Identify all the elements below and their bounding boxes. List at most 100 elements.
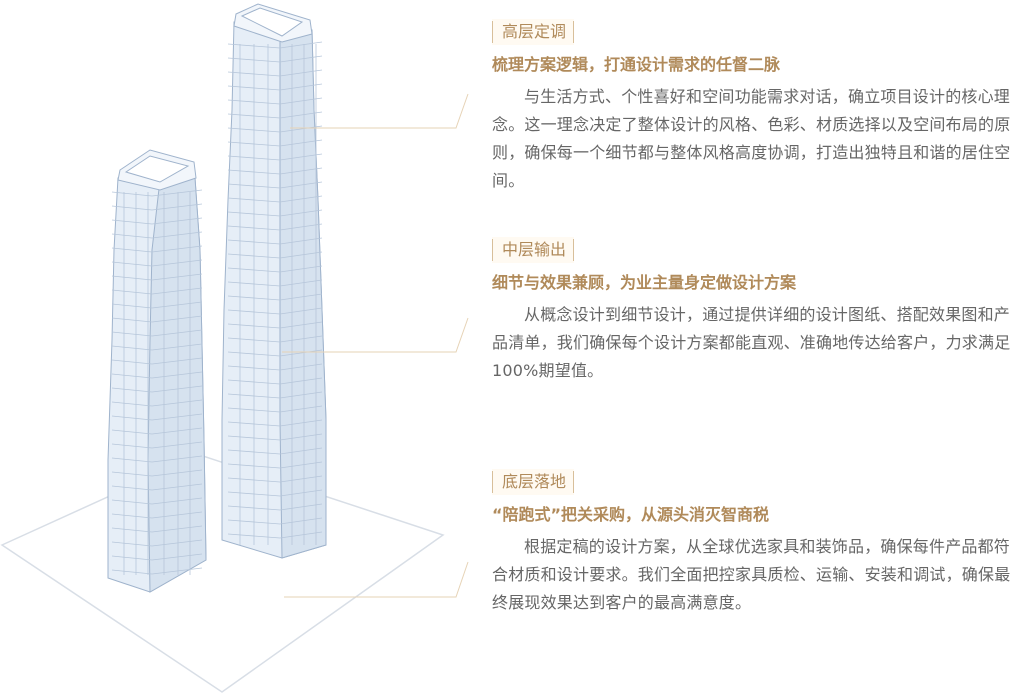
facade-line [111,219,153,225]
facade-line [151,315,203,323]
facade-line [111,457,153,463]
facade-line [279,139,323,147]
facade-line [151,469,203,477]
section-body: 根据定稿的设计方案，从全球优选家具和装饰品，确保每件产品都符合材质和设计要求。我… [492,537,1011,612]
leader-line-mid [282,317,469,353]
facade-line [279,433,323,441]
facade-line [151,357,203,365]
facade-line [151,553,203,561]
facade-line [151,259,203,267]
facade-line [279,83,323,91]
facade-line [111,261,153,267]
facade-line [279,447,323,455]
facade-line [111,401,153,407]
facade-line [279,279,323,287]
facade-line [111,233,153,239]
facade-line [279,363,323,371]
tall-tower [221,3,327,559]
facade-line [151,371,203,379]
section-tag: 高层定调 [492,19,575,45]
section-mid-level: 中层输出 细节与效果兼顾，为业主量身定做设计方案 从概念设计到细节设计，通过提供… [492,237,1018,385]
facade-line [151,273,203,281]
facade-line [279,111,323,119]
facade-line [111,191,153,197]
facade-line [111,387,153,393]
section-body: 从概念设计到细节设计，通过提供详细的设计图纸、搭配效果图和产品清单，我们确保每个… [492,305,1011,380]
facade-line [111,247,153,253]
facade-line [151,483,203,491]
facade-line [111,317,153,323]
facade-line [279,391,323,399]
section-ground-level: 底层落地 “陪跑式”把关采购，从源头消灭智商税 根据定稿的设计方案，从全球优选家… [492,469,1018,617]
leader-line-bot [284,561,469,598]
facade-line [111,485,153,491]
facade-line [151,539,203,547]
facade-line [111,443,153,449]
facade-line [111,527,153,533]
facade-line [279,293,323,301]
facade-line [279,41,323,49]
facade-line [111,359,153,365]
facade-line [279,167,323,175]
facade-line [279,125,323,133]
facade-line [279,181,323,189]
facade-line [279,223,323,231]
facade-line [279,335,323,343]
facade-line [151,245,203,253]
facade-line [279,461,323,469]
facade-line [151,413,203,421]
facade-line [151,427,203,435]
facade-line [279,377,323,385]
section-body: 与生活方式、个性喜好和空间功能需求对话，确立项目设计的核心理念。这一理念决定了整… [492,87,1011,190]
facade-line [151,217,203,225]
section-heading: 梳理方案逻辑，打通设计需求的任督二脉 [492,55,781,74]
facade-line [111,429,153,435]
facade-line [279,349,323,357]
facade-line [279,307,323,315]
facade-line [111,569,153,575]
facade-line [111,555,153,561]
facade-line [111,541,153,547]
facade-line [279,321,323,329]
section-heading: 细节与效果兼顾，为业主量身定做设计方案 [492,273,797,292]
facade-line [111,303,153,309]
facade-line [279,531,323,539]
facade-line [111,513,153,519]
facade-line [151,567,203,575]
leader-lines [282,93,469,598]
section-high-level: 高层定调 梳理方案逻辑，打通设计需求的任督二脉 与生活方式、个性喜好和空间功能需… [492,19,1018,195]
facade-line [111,415,153,421]
facade-line [151,287,203,295]
section-heading: “陪跑式”把关采购，从源头消灭智商税 [492,505,770,524]
facade-line [151,455,203,463]
facade-line [151,497,203,505]
facade-line [279,419,323,427]
facade-line [151,329,203,337]
facade-line [279,475,323,483]
facade-line [151,441,203,449]
facade-line [279,265,323,273]
facade-line [279,55,323,63]
facade-line [279,489,323,497]
facade-line [279,97,323,105]
facade-line [151,511,203,519]
facade-line [279,69,323,77]
facade-line [279,517,323,525]
facade-line [111,499,153,505]
facade-line [279,251,323,259]
facade-line [151,231,203,239]
facade-line [151,203,203,211]
facade-line [111,373,153,379]
section-tag: 底层落地 [492,469,575,495]
facade-line [111,275,153,281]
facade-line [151,189,203,197]
facade-line [279,209,323,217]
facade-line [279,153,323,161]
section-tag: 中层输出 [492,237,575,263]
facade-line [279,237,323,245]
facade-line [111,471,153,477]
facade-line [111,205,153,211]
facade-line [151,301,203,309]
facade-line [111,289,153,295]
